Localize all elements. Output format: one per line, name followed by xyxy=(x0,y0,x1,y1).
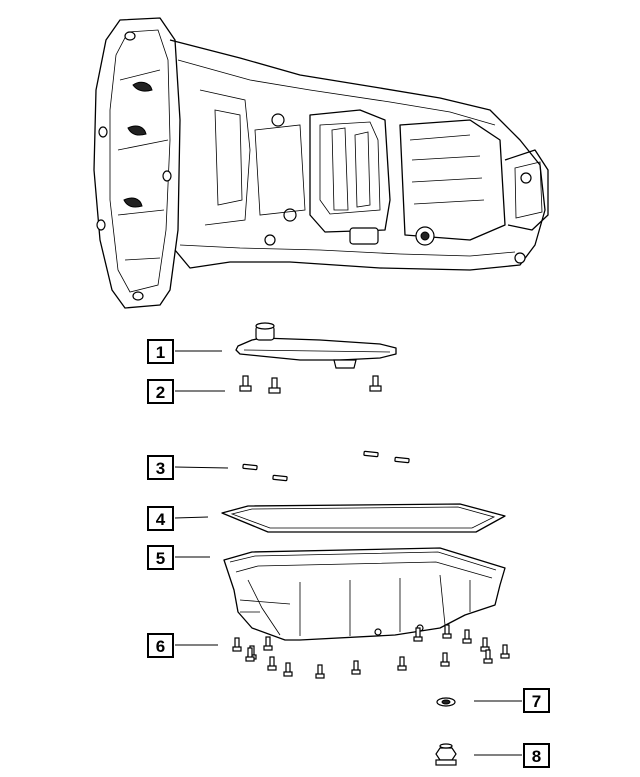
part-7-washer xyxy=(436,697,456,707)
part-8-drain-plug xyxy=(435,743,457,766)
bolt xyxy=(232,637,242,652)
callout-5: 5 xyxy=(147,545,174,570)
bolt xyxy=(462,629,472,644)
bolt xyxy=(440,652,450,667)
part-5-oil-pan xyxy=(223,547,506,641)
part-1-filter xyxy=(235,322,397,369)
callout-6: 6 xyxy=(147,633,174,658)
part-2-filter-screws xyxy=(239,375,382,394)
leader-lines xyxy=(174,350,522,756)
bolt xyxy=(413,627,423,642)
bolt xyxy=(315,664,325,679)
screw xyxy=(369,375,382,392)
bolt xyxy=(245,647,255,662)
callout-3-label: 3 xyxy=(156,459,165,478)
bolt xyxy=(442,624,452,639)
bolt xyxy=(283,662,293,677)
callout-7-label: 7 xyxy=(532,692,541,711)
bolt xyxy=(263,636,273,651)
part-6-pan-bolts xyxy=(232,624,510,679)
screw xyxy=(268,377,281,394)
callout-1-label: 1 xyxy=(156,343,165,362)
bolt xyxy=(267,656,277,671)
callout-2: 2 xyxy=(147,379,174,404)
callout-2-label: 2 xyxy=(156,383,165,402)
callout-3: 3 xyxy=(147,455,174,480)
callout-6-label: 6 xyxy=(156,637,165,656)
callout-1: 1 xyxy=(147,339,174,364)
callout-8-label: 8 xyxy=(532,747,541,766)
bolt xyxy=(483,649,493,664)
bolt xyxy=(351,660,361,675)
callout-7: 7 xyxy=(523,688,550,713)
bolt xyxy=(480,637,490,652)
part-4-gasket xyxy=(221,503,506,533)
bolt xyxy=(397,656,407,671)
callout-4: 4 xyxy=(147,506,174,531)
callout-4-label: 4 xyxy=(156,510,166,529)
part-3-pins xyxy=(242,450,410,482)
screw xyxy=(239,375,252,392)
callout-5-label: 5 xyxy=(156,549,165,568)
bolt xyxy=(500,644,510,659)
callout-8: 8 xyxy=(523,743,550,768)
transmission-assembly xyxy=(93,17,549,309)
